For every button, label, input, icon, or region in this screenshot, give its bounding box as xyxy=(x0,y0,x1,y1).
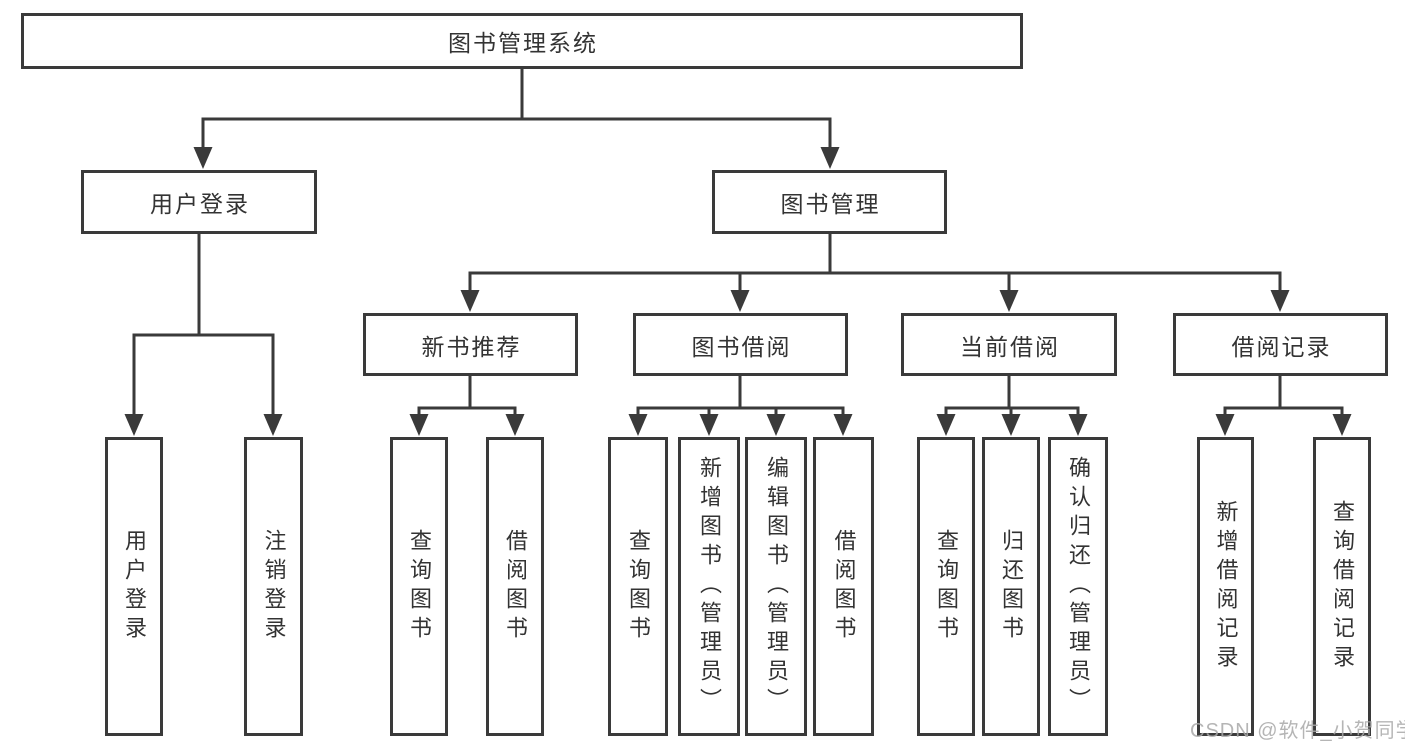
arrowhead-down-icon xyxy=(699,414,719,436)
node-leaf-login: 用户登录 xyxy=(105,437,163,736)
arrowhead-down-icon xyxy=(409,414,429,436)
arrowhead-down-icon xyxy=(460,290,480,312)
arrowhead-down-icon xyxy=(999,290,1019,312)
arrowhead-down-icon xyxy=(263,414,283,436)
node-leaf-r-add: 新增借阅记录 xyxy=(1197,437,1254,736)
arrowhead-down-icon xyxy=(766,414,786,436)
node-leaf-new-query: 查询图书 xyxy=(390,437,448,736)
arrowhead-down-icon xyxy=(193,147,213,169)
node-root: 图书管理系统 xyxy=(21,13,1023,69)
node-leaf-c-return: 归还图书 xyxy=(982,437,1040,736)
arrowhead-down-icon xyxy=(833,414,853,436)
arrowhead-down-icon xyxy=(505,414,525,436)
node-leaf-new-borrow: 借阅图书 xyxy=(486,437,544,736)
arrowhead-down-icon xyxy=(1001,414,1021,436)
arrowhead-down-icon xyxy=(1068,414,1088,436)
node-leaf-c-confirm: 确认归还（管理员） xyxy=(1048,437,1108,736)
node-current: 当前借阅 xyxy=(901,313,1117,376)
arrowhead-down-icon xyxy=(820,147,840,169)
arrowhead-down-icon xyxy=(124,414,144,436)
node-leaf-b-add: 新增图书（管理员） xyxy=(678,437,740,736)
node-login: 用户登录 xyxy=(81,170,317,234)
arrowhead-down-icon xyxy=(628,414,648,436)
node-mgmt: 图书管理 xyxy=(712,170,947,234)
node-leaf-r-query: 查询借阅记录 xyxy=(1313,437,1371,736)
node-newbook: 新书推荐 xyxy=(363,313,578,376)
node-borrow: 图书借阅 xyxy=(633,313,848,376)
arrowhead-down-icon xyxy=(1270,290,1290,312)
node-leaf-b-borrow: 借阅图书 xyxy=(813,437,874,736)
node-records: 借阅记录 xyxy=(1173,313,1388,376)
node-leaf-logout: 注销登录 xyxy=(244,437,303,736)
watermark: CSDN @软件_小贺同学 xyxy=(1190,720,1405,742)
arrowhead-down-icon xyxy=(730,290,750,312)
arrowhead-down-icon xyxy=(936,414,956,436)
arrowhead-down-icon xyxy=(1332,414,1352,436)
arrowhead-down-icon xyxy=(1215,414,1235,436)
node-leaf-c-query: 查询图书 xyxy=(917,437,975,736)
node-leaf-b-edit: 编辑图书（管理员） xyxy=(745,437,807,736)
node-leaf-b-query: 查询图书 xyxy=(608,437,668,736)
